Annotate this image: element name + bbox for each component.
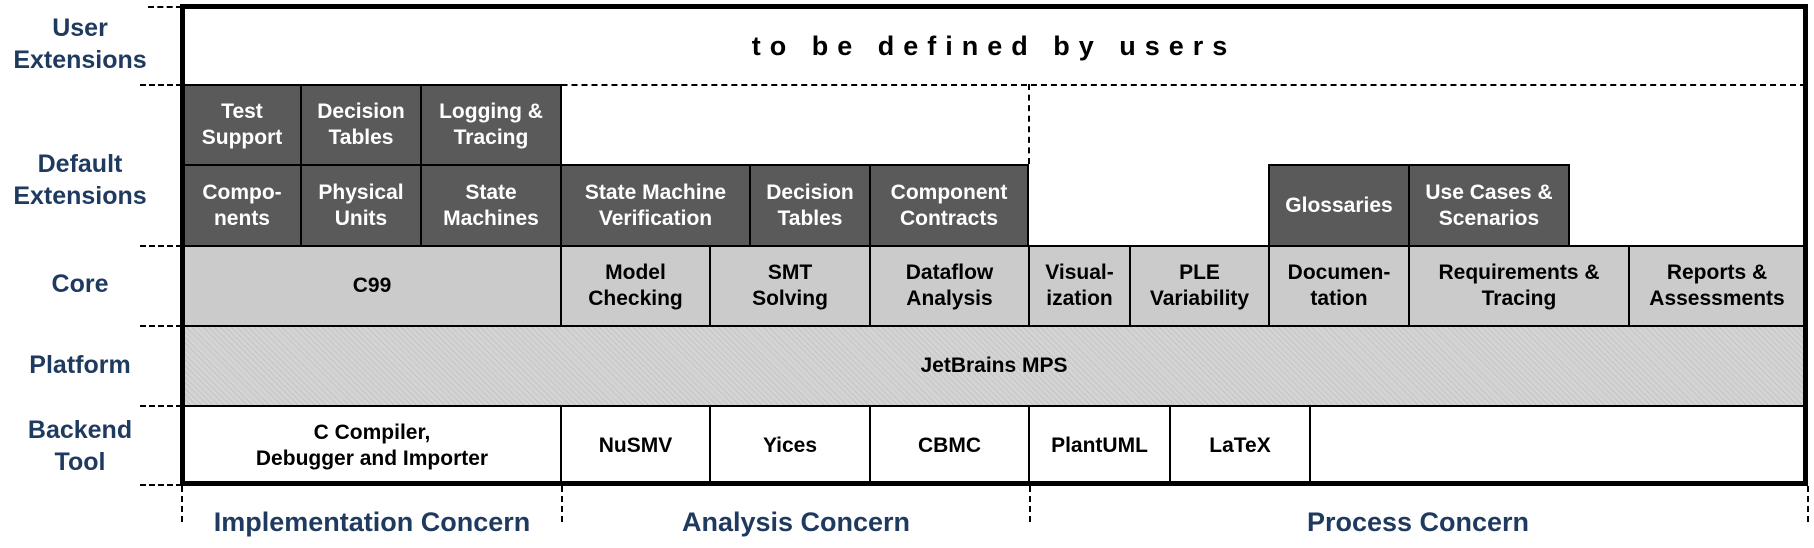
- backend-yices: Yices: [709, 405, 871, 486]
- concern-implementation: Implementation Concern: [213, 507, 531, 537]
- ext-decision-tables: Decision Tables: [300, 84, 422, 166]
- concern-divider: [181, 486, 183, 522]
- ext-state-machine-verification: State Machine Verification: [560, 164, 751, 247]
- row-separator: [140, 84, 182, 86]
- backend-plantuml: PlantUML: [1028, 405, 1171, 486]
- ext-physical-units: Physical Units: [300, 164, 422, 247]
- platform-jetbrains-mps: JetBrains MPS: [182, 325, 1806, 407]
- extensions-separator: [182, 84, 1806, 86]
- row-separator: [140, 405, 182, 407]
- row-separator: [140, 245, 182, 247]
- user-extensions-text: to be defined by users: [751, 30, 1237, 61]
- core-c99: C99: [182, 245, 562, 327]
- row-separator: [140, 325, 182, 327]
- concern-process: Process Concern: [1306, 507, 1530, 537]
- ext-components: Compo- nents: [182, 164, 302, 247]
- ext-logging-tracing: Logging & Tracing: [420, 84, 562, 166]
- row-label-backend-tool: Backend Tool: [27, 415, 133, 477]
- core-ple-variability: PLE Variability: [1129, 245, 1270, 327]
- core-visualization: Visual- ization: [1028, 245, 1131, 327]
- concern-divider: [1028, 84, 1030, 164]
- row-separator: [140, 484, 182, 486]
- concern-divider: [1029, 486, 1031, 522]
- row-label-core: Core: [51, 269, 109, 298]
- ext-glossaries: Glossaries: [1268, 164, 1410, 247]
- concern-analysis: Analysis Concern: [681, 507, 911, 537]
- ext-test-support: Test Support: [182, 84, 302, 166]
- row-label-user-extensions: User Extensions: [13, 13, 147, 75]
- core-dataflow-analysis: Dataflow Analysis: [869, 245, 1030, 327]
- row-separator: [148, 6, 182, 8]
- core-smt-solving: SMT Solving: [709, 245, 871, 327]
- architecture-frame: [180, 4, 1808, 486]
- core-model-checking: Model Checking: [560, 245, 711, 327]
- concern-divider: [561, 486, 563, 522]
- ext-component-contracts: Component Contracts: [869, 164, 1029, 247]
- row-label-platform: Platform: [29, 350, 131, 379]
- row-label-default-extensions: Default Extensions: [13, 149, 147, 211]
- ext-use-cases-scenarios: Use Cases & Scenarios: [1408, 164, 1570, 247]
- core-reports-assessments: Reports & Assessments: [1628, 245, 1806, 327]
- concern-divider: [1807, 486, 1809, 522]
